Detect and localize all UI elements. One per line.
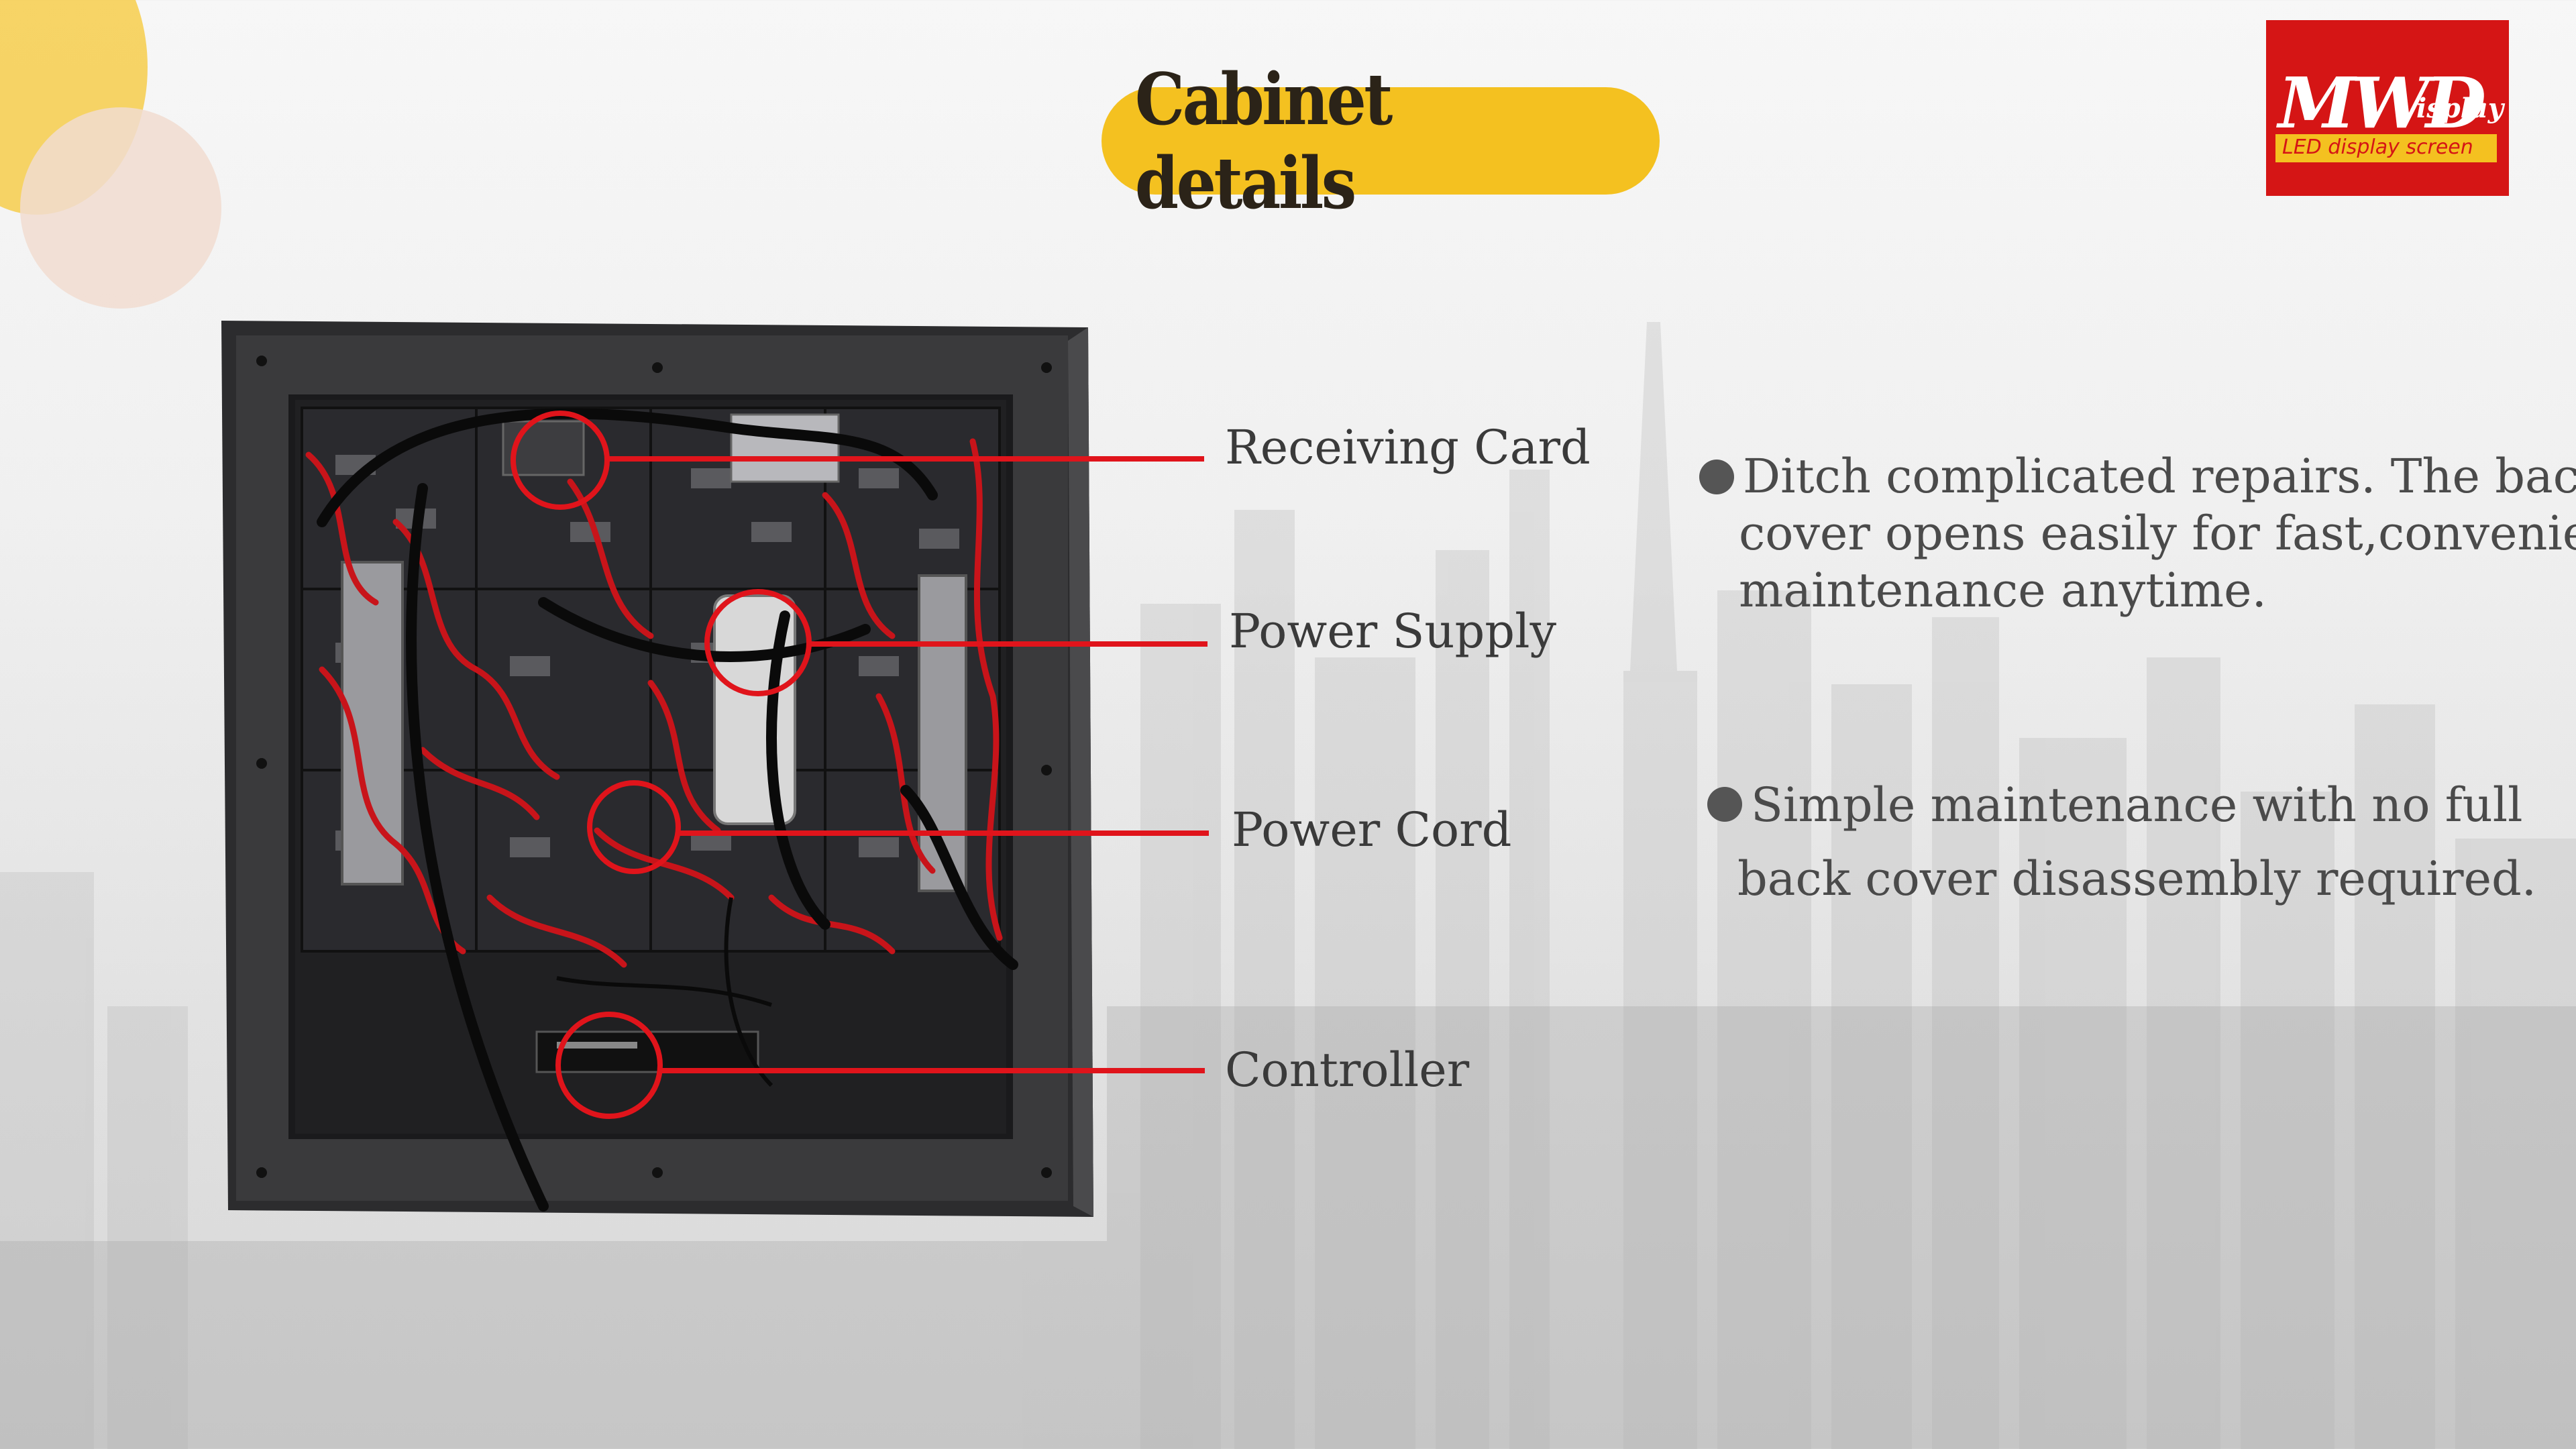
bullet-dot-icon [1699,460,1734,494]
logo-suffix-text: isplay [2416,93,2504,124]
callout-line-power-supply [808,641,1208,647]
page-title: Cabinet details [1134,57,1393,225]
callout-label-power-cord: Power Cord [1232,802,1512,857]
feature-text-2-line-2: back cover disassembly required. [1737,851,2537,906]
feature-text-2-line-1: Simple maintenance with no full [1751,777,2523,833]
logo-tagline-bar [2275,134,2497,162]
decorative-pink-circle [20,107,221,309]
feature-text-1-line-3: maintenance anytime. [1739,563,2267,618]
bullet-dot-icon [1707,787,1742,822]
callout-label-power-supply: Power Supply [1229,604,1557,659]
logo-tagline: LED display screen [2282,136,2473,159]
callout-label-receiving-card: Receiving Card [1225,420,1591,475]
feature-text-1-line-2: cover opens easily for fast,convenient [1739,506,2576,561]
cabinet-image [221,321,1093,1217]
callout-line-controller [660,1068,1205,1073]
logo-brand-text: MWD [2278,62,2486,144]
brand-logo: MWD isplay LED display screen [2266,20,2509,196]
callout-line-receiving-card [607,456,1204,462]
callout-label-controller: Controller [1225,1042,1470,1097]
title-pill: Cabinet details [1102,57,1660,225]
feature-text-1-line-1: Ditch complicated repairs. The back [1743,449,2576,504]
callout-line-power-cord [678,830,1209,836]
